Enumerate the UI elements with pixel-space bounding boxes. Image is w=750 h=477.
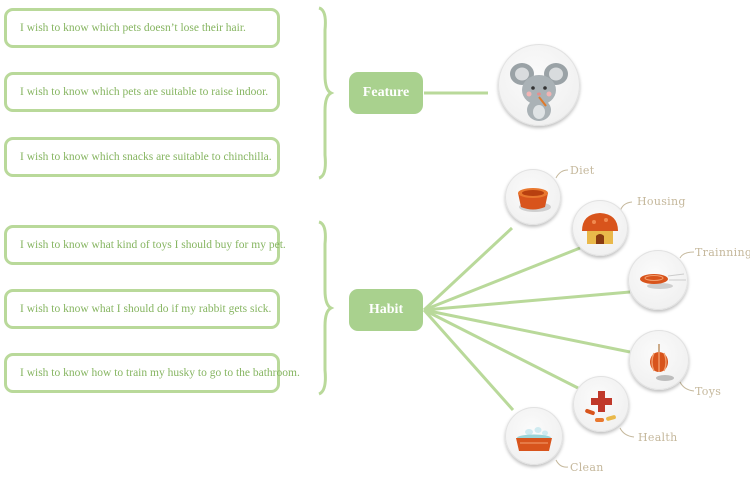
housing-label: Housing [637, 195, 686, 208]
habit-node: Habit [349, 289, 423, 331]
ball-toy-icon [629, 330, 689, 390]
feature-wish-1: I wish to know which pets doesn’t lose t… [4, 8, 280, 48]
health-label: Health [638, 431, 678, 444]
training-label: Trainning [695, 246, 750, 259]
feature-wish-3: I wish to know which snacks are suitable… [4, 137, 280, 177]
habit-wish-2: I wish to know what I should do if my ra… [4, 289, 280, 329]
habit-connectors [422, 226, 631, 411]
frisbee-icon [628, 250, 688, 310]
bathtub-icon [505, 407, 563, 465]
pet-house-icon [572, 200, 628, 256]
diet-label: Diet [570, 164, 595, 177]
habit-wish-3: I wish to know how to train my husky to … [4, 353, 300, 393]
food-bowl-icon [505, 169, 561, 225]
habit-wish-1: I wish to know what kind of toys I shoul… [4, 225, 286, 265]
habit-brace [318, 220, 335, 396]
clean-label: Clean [570, 461, 604, 474]
medical-cross-icon [573, 376, 629, 432]
feature-node: Feature [349, 72, 423, 114]
feature-brace [318, 6, 335, 180]
chinchilla-icon [498, 44, 580, 126]
feature-wish-2: I wish to know which pets are suitable t… [4, 72, 280, 112]
toys-label: Toys [695, 385, 722, 398]
